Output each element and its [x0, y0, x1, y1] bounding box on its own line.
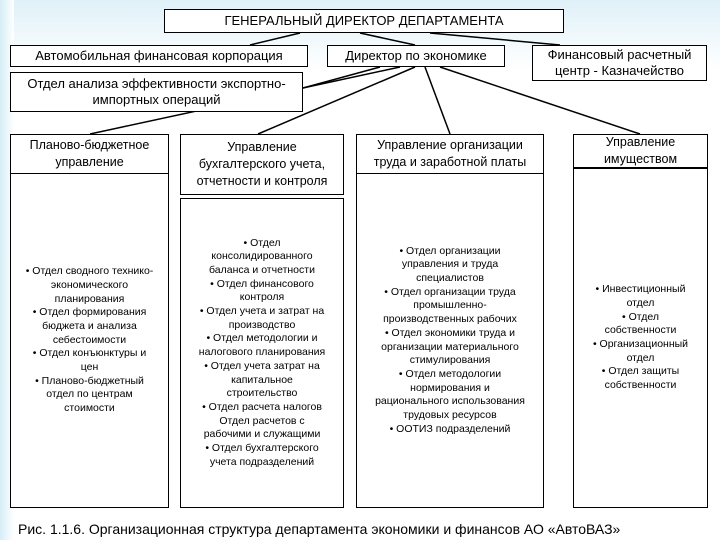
- list-item: • Отдел методологии: [398, 367, 502, 380]
- property-title-line-2: имуществом: [603, 152, 678, 166]
- labor-wages-title-line-2: труда и заработной платы: [373, 155, 527, 169]
- planning-budget-departments-box: • Отдел сводного технико- экономического…: [10, 173, 169, 508]
- general-director-box: ГЕНЕРАЛЬНЫЙ ДИРЕКТОР ДЕПАРТАМЕНТА: [164, 9, 564, 33]
- list-item: собственности: [604, 379, 677, 392]
- list-item: организации материального: [381, 340, 519, 353]
- connector-director-to-corp: [249, 32, 301, 46]
- list-item: • Инвестиционный: [595, 283, 686, 296]
- list-item: консолидированного: [211, 250, 313, 263]
- list-item: отдел: [626, 296, 655, 309]
- list-item: цен: [80, 361, 99, 374]
- labor-wages-title-box: Управление организации труда и заработно…: [356, 134, 544, 174]
- list-item: • Отдел расчета налогов: [202, 400, 322, 413]
- list-item: строительство: [226, 387, 298, 400]
- list-item: капитальное: [231, 373, 293, 386]
- planning-budget-title-line-1: Планово-бюджетное: [29, 138, 150, 152]
- list-item: себестоимости: [52, 333, 127, 346]
- connector-economics-to-col3: [424, 66, 451, 135]
- connector-economics-to-col2: [257, 66, 416, 135]
- export-import-line-1: Отдел анализа эффективности экспортно-: [27, 76, 286, 91]
- planning-budget-title-line-2: управление: [55, 155, 124, 169]
- auto-finance-corp-label: Автомобильная финансовая корпорация: [35, 48, 283, 63]
- accounting-title-box: Управление бухгалтерского учета, отчетно…: [180, 134, 344, 195]
- list-item: • Планово-бюджетный: [35, 374, 144, 387]
- list-item: специалистов: [416, 271, 484, 284]
- settlement-center-box: Финансовый расчетный центр - Казначейств…: [532, 45, 707, 81]
- list-item: • Отдел финансового: [210, 277, 314, 290]
- list-item: • ООТИЗ подразделений: [389, 422, 511, 435]
- list-item: нормирования и: [410, 381, 490, 394]
- list-item: собственности: [604, 324, 677, 337]
- list-item: контроля: [239, 291, 285, 304]
- list-item: стимулирования: [409, 354, 491, 367]
- economics-director-box: Директор по экономике: [327, 45, 505, 67]
- list-item: • Отдел защиты: [601, 365, 680, 378]
- list-item: производство: [228, 318, 296, 331]
- list-item: • Отдел сводного технико-: [25, 265, 154, 278]
- export-import-dept-box: Отдел анализа эффективности экспортно- и…: [10, 72, 303, 112]
- settlement-center-line-1: Финансовый расчетный: [547, 47, 692, 62]
- list-item: отдел по центрам: [46, 388, 133, 401]
- list-item: • Отдел организации труда: [384, 285, 516, 298]
- accounting-departments-box: • Отдел консолидированного баланса и отч…: [180, 198, 344, 508]
- list-item: отдел: [626, 351, 655, 364]
- list-item: • Отдел формирования: [32, 306, 147, 319]
- planning-budget-title-box: Планово-бюджетное управление: [10, 134, 169, 174]
- labor-wages-departments-box: • Отдел организации управления и труда с…: [356, 173, 544, 508]
- connector-director-to-treasury: [429, 32, 561, 46]
- list-item: экономического: [50, 278, 129, 291]
- settlement-center-line-2: центр - Казначейство: [555, 63, 684, 78]
- list-item: управления и труда: [401, 258, 499, 271]
- list-item: • Отдел конъюнктуры и: [32, 347, 147, 360]
- list-item: • Отдел: [243, 236, 281, 249]
- property-title-line-1: Управление: [605, 135, 676, 149]
- list-item: трудовых ресурсов: [403, 409, 497, 422]
- property-title-box: Управление имуществом: [573, 134, 708, 168]
- list-item: Отдел расчетов с: [219, 414, 305, 427]
- accounting-title-line-1: Управление: [227, 140, 297, 154]
- list-item: налогового планирования: [198, 346, 326, 359]
- figure-caption: Рис. 1.1.6. Организационная структура де…: [18, 521, 621, 537]
- list-item: производственных рабочих: [383, 313, 517, 326]
- accounting-title-line-2: бухгалтерского учета,: [198, 157, 326, 171]
- list-item: учета подразделений: [209, 455, 315, 468]
- list-item: • Отдел экономики труда и: [384, 326, 516, 339]
- list-item: баланса и отчетности: [209, 263, 315, 276]
- list-item: бюджета и анализа: [42, 319, 137, 332]
- list-item: • Организационный: [592, 338, 689, 350]
- connector-economics-to-col4: [439, 66, 641, 135]
- list-item: • Отдел учета затрат на: [204, 359, 320, 372]
- list-item: • Отдел методологии и: [206, 332, 318, 345]
- auto-finance-corp-box: Автомобильная финансовая корпорация: [10, 45, 308, 67]
- list-item: рационального использования: [375, 395, 525, 408]
- property-departments-box: • Инвестиционный отдел • Отдел собственн…: [573, 168, 708, 508]
- economics-director-label: Директор по экономике: [345, 48, 487, 63]
- list-item: промышленно-: [413, 299, 487, 312]
- list-item: • Отдел организации: [399, 244, 501, 257]
- list-item: рабочими и служащими: [203, 428, 321, 441]
- list-item: • Отдел бухгалтерского: [205, 442, 319, 455]
- connector-director-to-economics: [359, 32, 416, 46]
- list-item: • Отдел учета и затрат на: [199, 305, 325, 318]
- general-director-label: ГЕНЕРАЛЬНЫЙ ДИРЕКТОР ДЕПАРТАМЕНТА: [224, 13, 504, 28]
- accounting-title-line-3: отчетности и контроля: [196, 174, 328, 188]
- labor-wages-title-line-1: Управление организации: [377, 138, 523, 152]
- list-item: стоимости: [64, 402, 115, 415]
- export-import-line-2: импортных операций: [92, 92, 221, 107]
- list-item: • Отдел: [622, 310, 659, 323]
- list-item: планирования: [54, 292, 125, 305]
